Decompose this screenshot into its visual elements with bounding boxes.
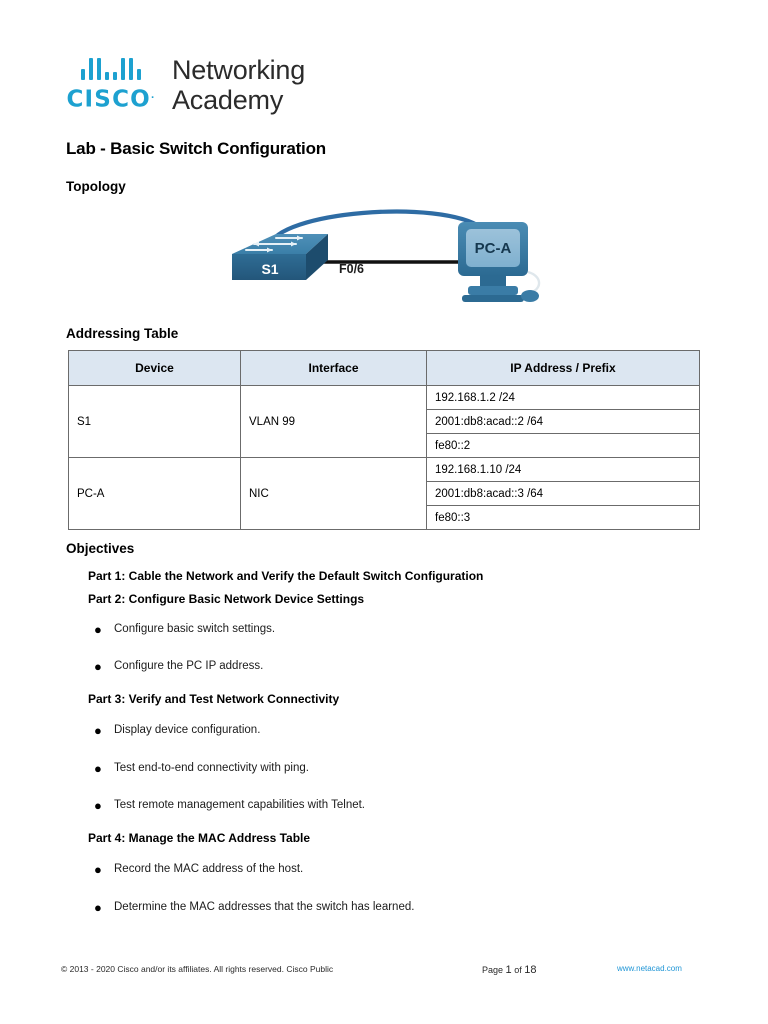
footer-netacad-link[interactable]: www.netacad.com	[617, 964, 682, 973]
table-row: PC-A NIC 192.168.1.10 /24	[68, 457, 700, 530]
bullet-icon: ●	[94, 622, 102, 637]
objective-part-2: Part 2: Configure Basic Network Device S…	[88, 592, 365, 606]
column-header-interface: Interface	[240, 350, 427, 386]
table-header-row: Device Interface IP Address / Prefix	[68, 350, 700, 386]
list-item: ● Configure the PC IP address.	[94, 660, 263, 673]
footer-copyright: © 2013 - 2020 Cisco and/or its affiliate…	[61, 964, 334, 974]
list-item-label: Determine the MAC addresses that the swi…	[114, 901, 415, 913]
footer-divider	[58, 953, 703, 954]
cisco-bridge-bars-icon	[81, 57, 141, 80]
academy-wordmark: Networking Academy	[172, 55, 305, 115]
footer-page-total: 18	[524, 964, 537, 976]
list-item-label: Configure the PC IP address.	[114, 660, 264, 672]
footer-page-prefix: Page	[482, 965, 504, 975]
cell-ip-address: 192.168.1.10 /24	[426, 457, 700, 482]
desktop-computer-icon: PC-A	[458, 222, 541, 302]
bullet-icon: ●	[94, 798, 102, 813]
cisco-networking-academy-logo: CISCO. Networking Academy	[64, 55, 305, 115]
table-row: fe80::3	[69, 505, 700, 530]
cisco-wordmark-text: CISCO	[66, 86, 151, 113]
section-heading-objectives: Objectives	[66, 541, 135, 556]
list-item: ● Configure basic switch settings.	[94, 623, 275, 636]
pc-label: PC-A	[475, 240, 512, 257]
table-row: S1 VLAN 99 192.168.1.2 /24	[68, 385, 700, 458]
cell-ip-address: fe80::2	[426, 433, 700, 458]
column-header-device: Device	[68, 350, 241, 386]
footer-page-of: of	[514, 965, 522, 975]
topology-svg: S1 PC-A	[232, 209, 541, 302]
table-row: fe80::2	[69, 433, 700, 458]
academy-wordmark-line1: Networking	[172, 55, 306, 85]
cell-interface: VLAN 99	[240, 385, 427, 458]
footer-page-number: 1	[505, 964, 512, 976]
list-item-label: Configure basic switch settings.	[114, 623, 276, 635]
cell-ip-address: 192.168.1.2 /24	[426, 385, 700, 410]
cell-device: PC-A	[68, 457, 241, 530]
cell-interface: NIC	[240, 457, 427, 530]
switch-label: S1	[261, 261, 278, 277]
footer-page-indicator: Page 1 of 18	[482, 964, 536, 976]
cell-device: S1	[68, 385, 241, 458]
list-item: ● Determine the MAC addresses that the s…	[94, 901, 414, 914]
topology-diagram: S1 PC-A F0/6	[210, 200, 570, 315]
cell-ip-address: 2001:db8:acad::3 /64	[426, 481, 700, 506]
cisco-logo-mark: CISCO.	[64, 55, 158, 113]
bullet-icon: ●	[94, 659, 102, 674]
bullet-icon: ●	[94, 900, 102, 915]
bullet-icon: ●	[94, 723, 102, 738]
cell-ip-address: 2001:db8:acad::2 /64	[426, 409, 700, 434]
cell-ip-address: fe80::3	[426, 505, 700, 530]
addressing-table: Device Interface IP Address / Prefix S1 …	[68, 350, 700, 530]
section-heading-topology: Topology	[66, 179, 126, 194]
bullet-icon: ●	[94, 761, 102, 776]
list-item: ● Test end-to-end connectivity with ping…	[94, 762, 309, 775]
list-item: ● Display device configuration.	[94, 724, 260, 737]
cisco-trademark-icon: .	[150, 91, 156, 101]
cisco-wordmark: CISCO.	[66, 83, 155, 113]
list-item: ● Test remote management capabilities wi…	[94, 799, 365, 812]
page-title: Lab - Basic Switch Configuration	[66, 139, 326, 158]
list-item-label: Display device configuration.	[114, 724, 261, 736]
list-item-label: Record the MAC address of the host.	[114, 863, 304, 875]
objective-part-3: Part 3: Verify and Test Network Connecti…	[88, 692, 340, 706]
list-item-label: Test end-to-end connectivity with ping.	[114, 762, 309, 774]
network-switch-icon: S1	[232, 234, 328, 280]
objective-part-1: Part 1: Cable the Network and Verify the…	[88, 569, 484, 583]
objective-part-4: Part 4: Manage the MAC Address Table	[88, 831, 311, 845]
list-item: ● Record the MAC address of the host.	[94, 863, 303, 876]
interface-label-f06: F0/6	[339, 262, 365, 276]
academy-wordmark-line2: Academy	[172, 85, 284, 115]
section-heading-addressing-table: Addressing Table	[66, 326, 179, 341]
column-header-ip-address: IP Address / Prefix	[426, 350, 700, 386]
list-item-label: Test remote management capabilities with…	[114, 799, 366, 811]
bullet-icon: ●	[94, 862, 102, 877]
